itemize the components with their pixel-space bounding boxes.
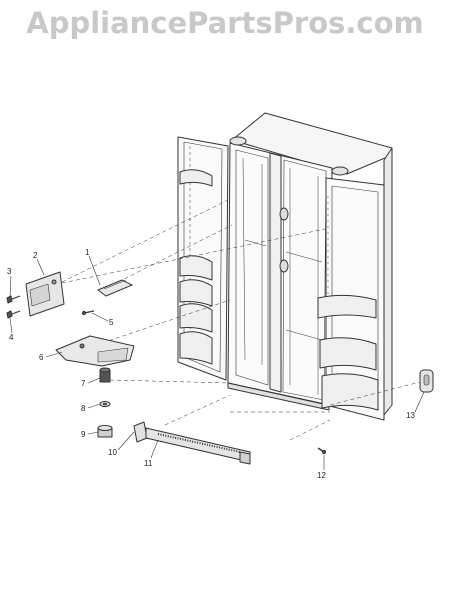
callout-13: 13 [406, 411, 415, 420]
callout-4: 4 [9, 333, 14, 342]
callout-7: 7 [81, 379, 86, 388]
screw [6, 295, 21, 304]
watermark-logo: AppliancePartsPros.com [26, 6, 424, 40]
callout-5: 5 [109, 318, 114, 327]
leveling-leg [99, 367, 111, 383]
door-hinge-cover [419, 369, 434, 393]
refrigerator-cabinet [227, 112, 393, 416]
callout-8: 8 [81, 404, 86, 413]
spacer [97, 425, 113, 438]
callout-12: 12 [317, 471, 326, 480]
screw [81, 310, 95, 316]
callout-10: 10 [108, 448, 117, 457]
grille-end-cap [133, 421, 148, 443]
callout-1: 1 [85, 248, 90, 257]
hinge-cover [97, 279, 133, 297]
callout-2: 2 [33, 251, 38, 260]
toe-grille [145, 427, 251, 465]
hinge-bracket [25, 271, 65, 317]
callout-9: 9 [81, 430, 86, 439]
screw [6, 310, 21, 319]
fresh-food-door [317, 177, 385, 421]
callout-6: 6 [39, 353, 44, 362]
callout-3: 3 [7, 267, 12, 276]
washer [99, 401, 111, 407]
freezer-door [177, 136, 229, 381]
leader-lines [9, 255, 425, 470]
callout-11: 11 [144, 459, 153, 468]
lower-hinge [55, 335, 135, 367]
screw [317, 447, 327, 455]
assembly-guide-lines [61, 199, 421, 441]
